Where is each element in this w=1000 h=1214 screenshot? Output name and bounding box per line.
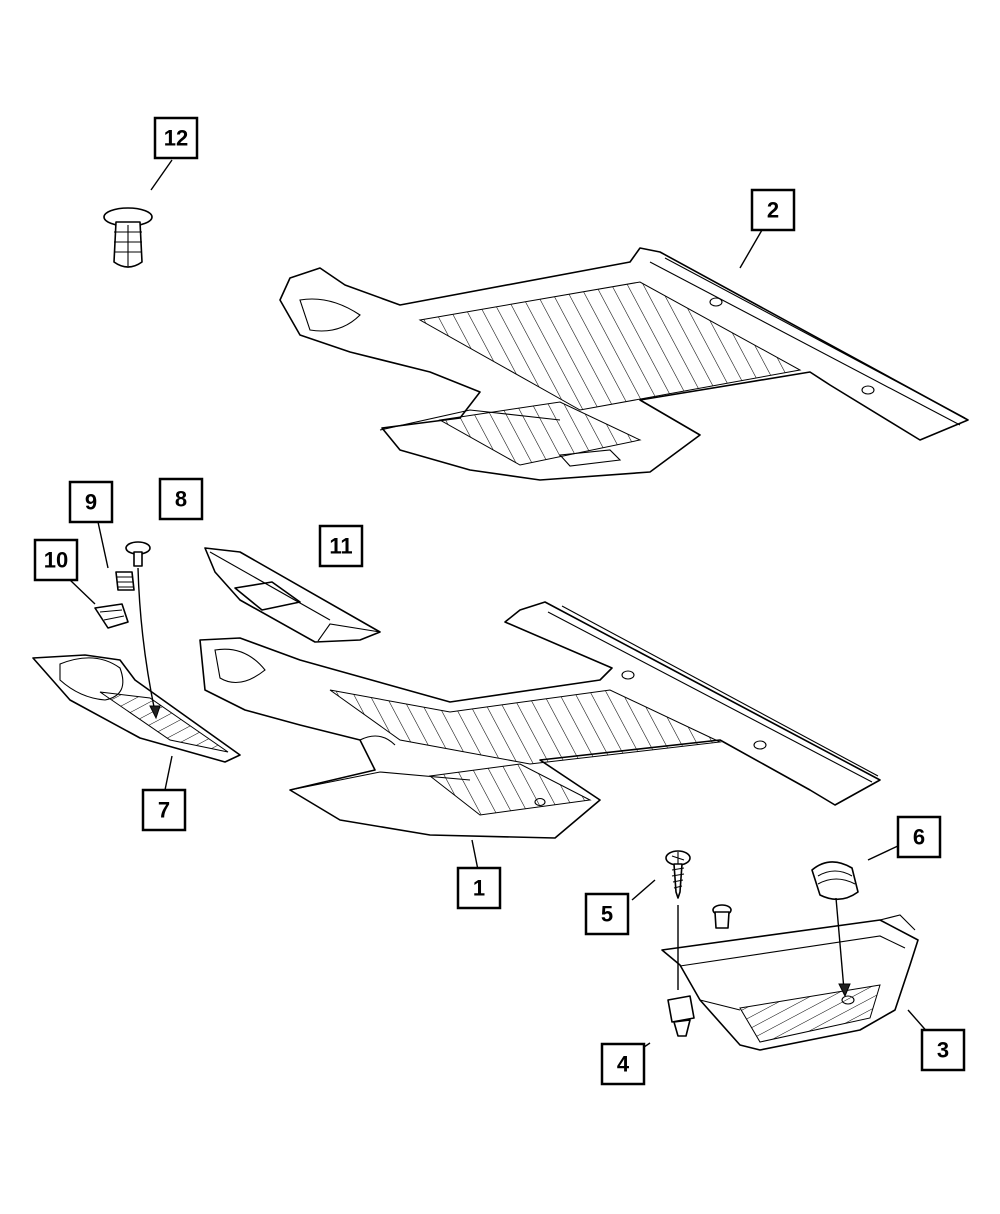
callout-5: 5 xyxy=(584,892,630,936)
callout-label-11: 11 xyxy=(329,534,352,559)
arrowhead-6 xyxy=(838,983,851,998)
callout-7: 7 xyxy=(141,788,187,832)
callout-8: 8 xyxy=(158,477,204,521)
callout-label-12: 12 xyxy=(164,126,188,151)
install-arrow-9 xyxy=(137,567,156,713)
callout-label-7: 7 xyxy=(158,798,170,823)
callout-12: 12 xyxy=(153,116,199,160)
cargo-tray-part-3 xyxy=(661,914,919,1051)
install-arrow-6 xyxy=(835,897,845,991)
callout-label-2: 2 xyxy=(767,198,779,223)
callout-10: 10 xyxy=(33,538,79,582)
callout-3: 3 xyxy=(920,1028,966,1072)
callout-11: 11 xyxy=(318,524,364,568)
riser-cover-part-11 xyxy=(204,547,381,643)
callout-9: 9 xyxy=(68,480,114,524)
floor-mat-part-7 xyxy=(32,654,241,763)
screw-part-5 xyxy=(665,850,691,899)
tie-down-part-6 xyxy=(811,861,859,901)
callout-1: 1 xyxy=(456,866,502,910)
callout-label-3: 3 xyxy=(937,1038,949,1063)
retainer-part-10 xyxy=(94,603,129,629)
callout-label-1: 1 xyxy=(473,876,485,901)
push-clip-part-12 xyxy=(103,207,153,268)
callout-6: 6 xyxy=(896,815,942,859)
callout-label-6: 6 xyxy=(913,825,925,850)
callout-label-5: 5 xyxy=(601,902,613,927)
callout-label-9: 9 xyxy=(85,490,97,515)
callout-label-8: 8 xyxy=(175,487,187,512)
callout-4: 4 xyxy=(600,1042,646,1086)
callout-label-10: 10 xyxy=(44,548,68,573)
nut-part-4 xyxy=(667,995,695,1037)
callout-2: 2 xyxy=(750,188,796,232)
fastener-part-9 xyxy=(115,541,151,591)
arrowhead-9 xyxy=(149,705,161,720)
callout-label-4: 4 xyxy=(617,1052,630,1077)
grommet xyxy=(712,904,732,929)
floor-carpet-upper-part-2 xyxy=(279,247,969,481)
floor-carpet-lower-part-1 xyxy=(199,601,881,839)
